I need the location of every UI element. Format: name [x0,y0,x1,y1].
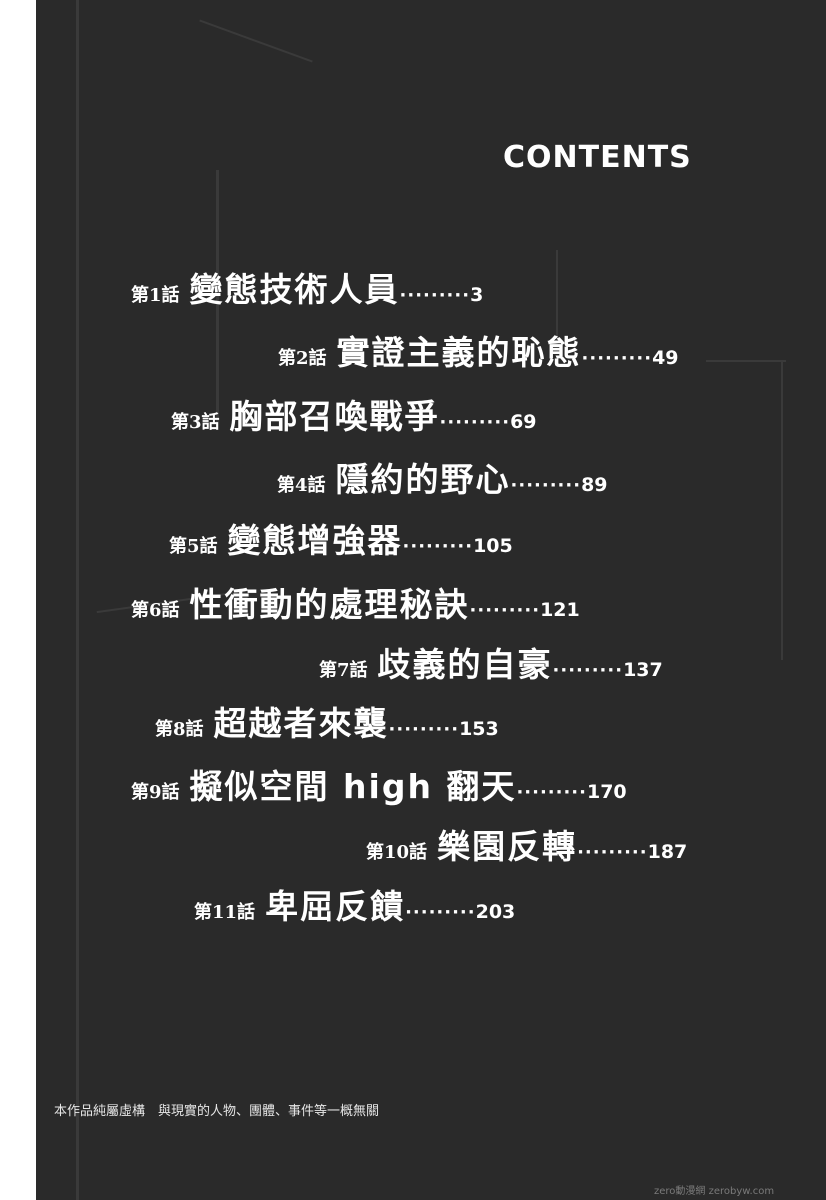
chapter-label: 第4話 [277,475,326,496]
leader-dots: ········· [388,719,460,740]
leader-dots: ········· [405,902,476,923]
chapter-label: 第2話 [278,348,327,369]
toc-entry: 第6話 性衝動的處理秘訣 ········· 121 [131,578,580,626]
toc-entry: 第1話 變態技術人員 ········· 3 [131,263,483,311]
page-number: 170 [586,781,627,803]
chapter-label: 第1話 [131,285,180,306]
page-number: 105 [473,535,513,557]
background-scratch [199,19,313,63]
background-scratch [781,360,783,660]
background-scratch [706,360,786,362]
chapter-title: 歧義的自豪 [377,645,553,684]
chapter-label: 第11話 [194,902,256,923]
leader-dots: ········· [469,600,541,621]
toc-entry: 第3話 胸部召喚戰爭 ········· 69 [171,390,537,438]
toc-entry: 第10話 樂園反轉 ········· 187 [366,820,687,868]
page-number: 203 [475,901,516,923]
chapter-title: 胸部召喚戰爭 [229,397,440,436]
chapter-title: 卑屈反饋 [265,887,406,926]
toc-entry: 第11話 卑屈反饋 ········· 203 [194,880,515,928]
leader-dots: ········· [581,348,653,369]
leader-dots: ········· [510,475,582,496]
page-number: 137 [623,659,663,681]
chapter-title: 實證主義的恥態 [336,333,582,372]
leader-dots: ········· [399,285,471,306]
page-number: 121 [540,599,580,621]
toc-entry: 第8話 超越者來襲 ········· 153 [155,697,499,745]
chapter-label: 第7話 [319,660,368,681]
toc-entry: 第9話 擬似空間 high 翻天 ········· 170 [131,760,627,808]
toc-entry: 第4話 隱約的野心 ········· 89 [277,453,608,501]
chapter-title: 隱約的野心 [335,460,511,499]
chapter-title: 變態技術人員 [189,270,400,309]
chapter-label: 第10話 [366,842,428,863]
leader-dots: ········· [516,782,587,803]
leader-dots: ········· [402,536,474,557]
leader-dots: ········· [439,412,511,433]
disclaimer-text: 本作品純屬虛構 與現實的人物、團體、事件等一概無關 [54,1104,380,1119]
page-number: 69 [510,411,537,433]
background-scratch [216,170,219,430]
chapter-title: 超越者來襲 [213,704,389,743]
chapter-title: 擬似空間 high 翻天 [189,767,517,806]
background-scratch [76,0,79,1200]
chapter-label: 第8話 [155,719,204,740]
leader-dots: ········· [552,660,624,681]
page-number: 3 [470,284,484,306]
page-number: 153 [459,718,499,740]
toc-entry: 第7話 歧義的自豪 ········· 137 [319,638,663,686]
chapter-label: 第3話 [171,412,220,433]
chapter-title: 樂園反轉 [437,827,578,866]
contents-page: CONTENTS 第1話 變態技術人員 ········· 3 第2話 實證主義… [36,0,826,1200]
chapter-label: 第9話 [131,782,180,803]
chapter-label: 第5話 [169,536,218,557]
chapter-title: 變態增強器 [227,521,403,560]
toc-entry: 第5話 變態增強器 ········· 105 [169,514,513,562]
toc-entry: 第2話 實證主義的恥態 ········· 49 [278,326,679,374]
chapter-label: 第6話 [131,600,180,621]
leader-dots: ········· [577,842,648,863]
background-scratch [556,250,558,340]
watermark: zero動漫網 zerobyw.com [654,1186,775,1197]
page-title: CONTENTS [503,140,692,175]
chapter-title: 性衝動的處理秘訣 [189,585,470,624]
page-number: 187 [647,841,688,863]
page-number: 89 [581,474,608,496]
page-number: 49 [652,347,679,369]
